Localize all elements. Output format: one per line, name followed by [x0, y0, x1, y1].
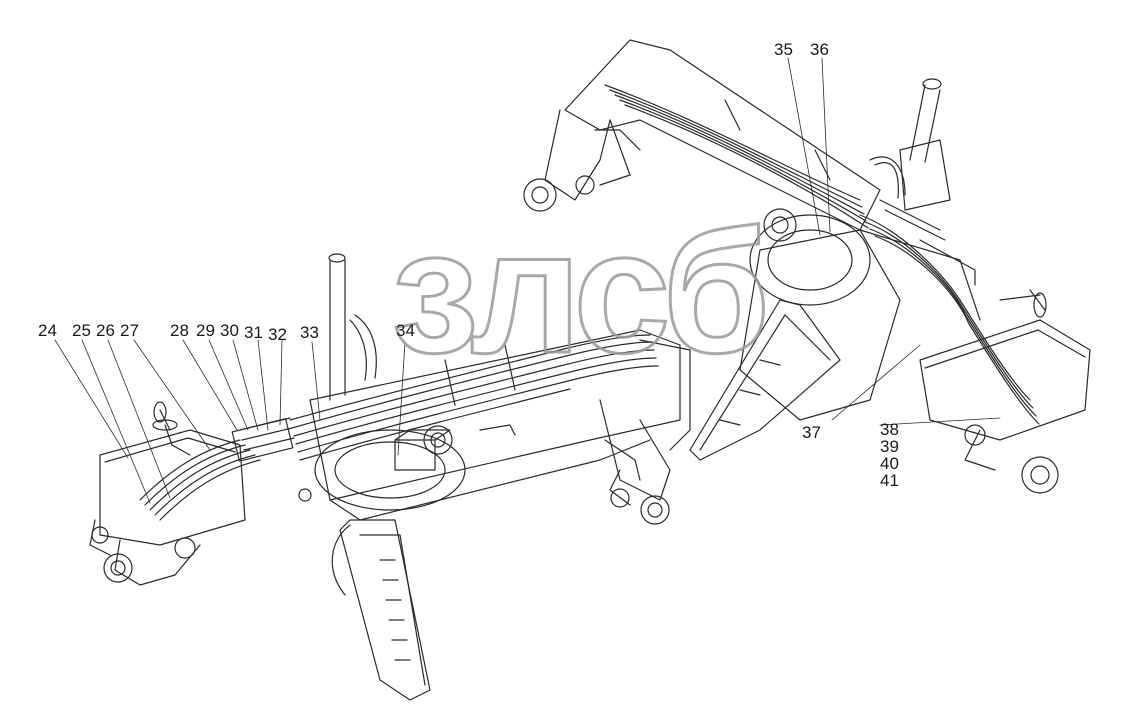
callout-36: 36	[810, 40, 829, 59]
callout-38: 38	[880, 420, 899, 439]
callout-stack-38-41: 38 39 40 41	[880, 421, 899, 489]
right-assembly	[523, 39, 1091, 494]
callout-29: 29	[196, 321, 215, 340]
callout-24: 24	[38, 321, 57, 340]
callout-40: 40	[880, 454, 899, 473]
callout-30: 30	[220, 321, 239, 340]
callout-25: 25	[72, 321, 91, 340]
callout-41: 41	[880, 471, 899, 490]
leader-lines	[54, 57, 1001, 504]
callout-39: 39	[880, 437, 899, 456]
callout-33: 33	[300, 323, 319, 342]
callout-34: 34	[396, 321, 415, 340]
svg-text:злсб: злсб	[392, 195, 765, 390]
watermark-logo: злсб	[390, 194, 772, 392]
callout-27: 27	[120, 321, 139, 340]
left-assembly	[89, 253, 691, 701]
callout-31: 31	[244, 323, 263, 342]
callout-32: 32	[268, 325, 287, 344]
callout-28: 28	[170, 321, 189, 340]
callout-35: 35	[774, 40, 793, 59]
callout-26: 26	[96, 321, 115, 340]
callout-37: 37	[802, 423, 821, 442]
